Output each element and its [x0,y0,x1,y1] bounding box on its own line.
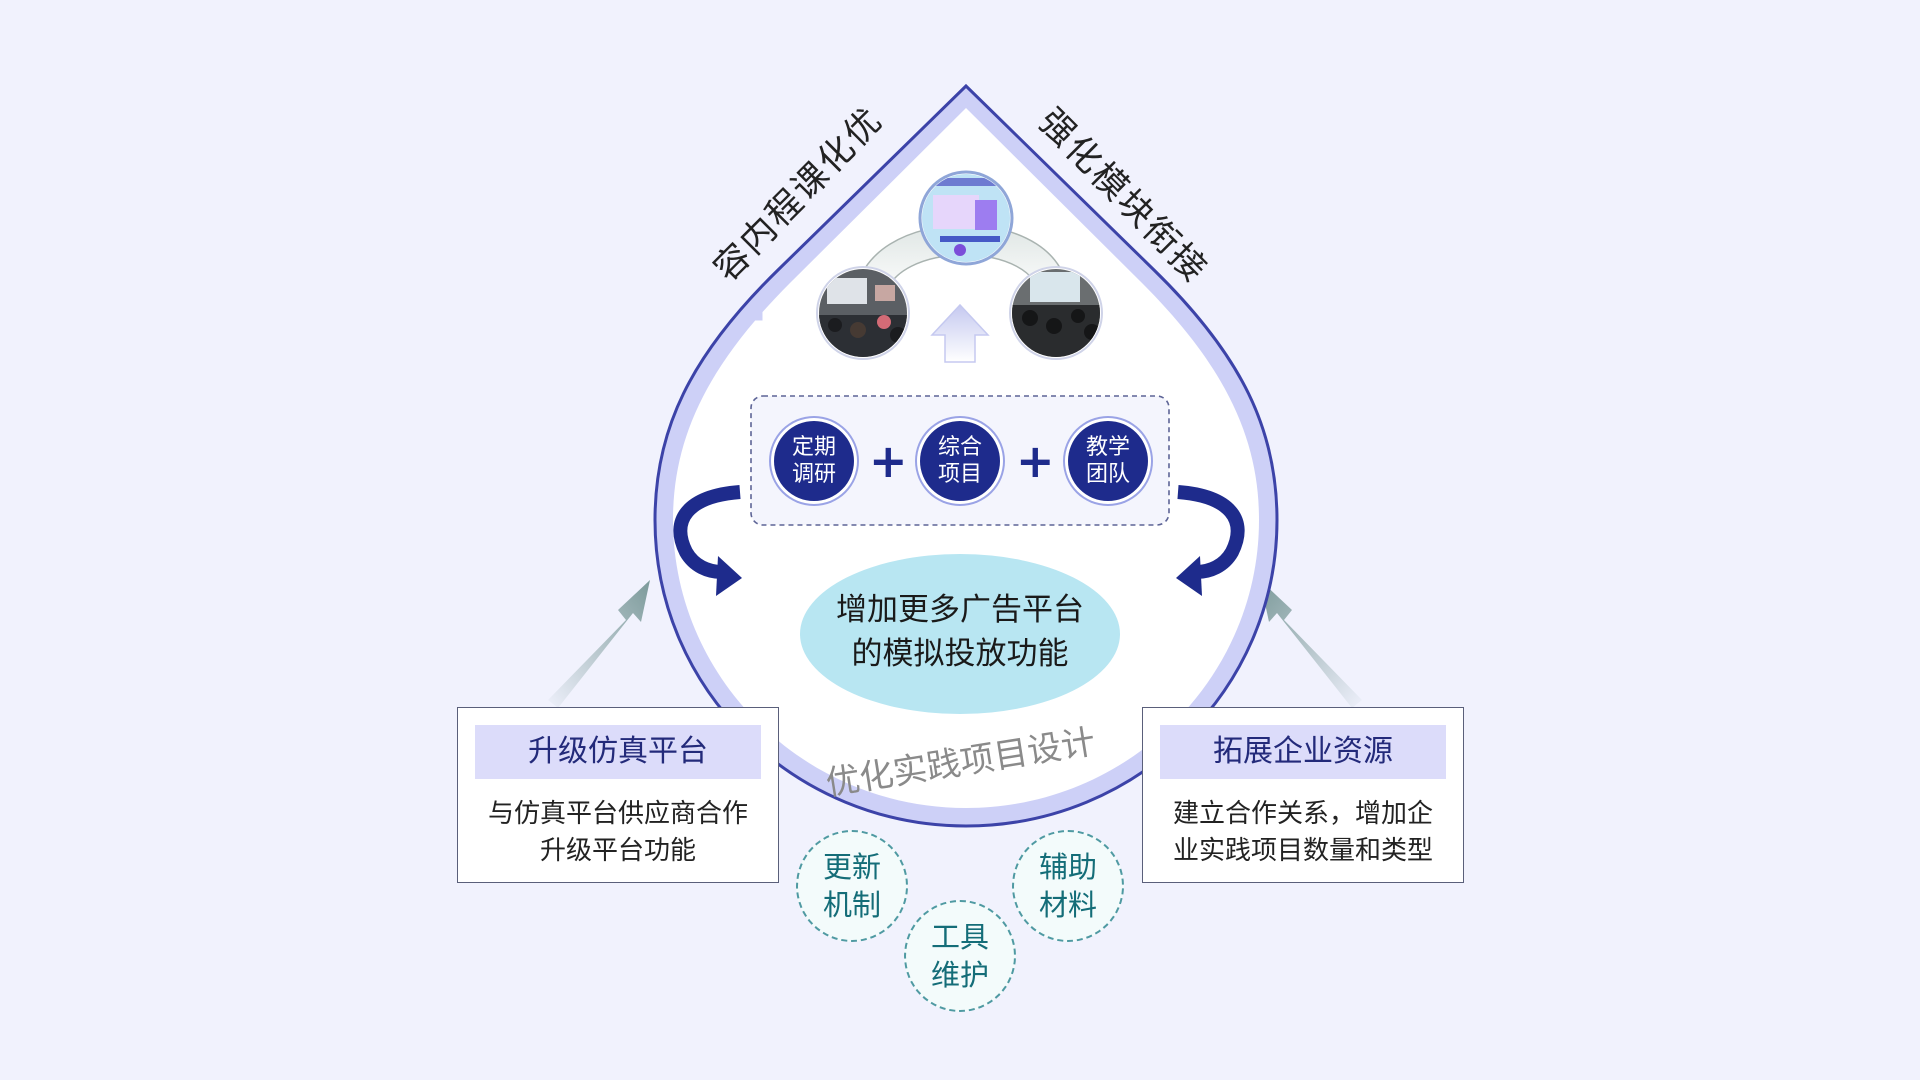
photo-classroom-right [1009,266,1103,360]
circle-auxiliary-materials: 辅助材料 [1012,830,1124,942]
circle-update-mechanism: 更新机制 [796,830,908,942]
hollow-up-arrow [930,303,990,363]
left-up-arrow [548,580,650,708]
center-oval [800,554,1120,714]
left-curved-arrow [673,485,742,596]
circle-tool-maintenance: 工具维护 [904,900,1016,1012]
plus-sign: + [869,434,908,488]
chip-regular-research: 定期调研 [774,421,854,501]
plus-sign: + [1016,434,1055,488]
right-box-body: 建立合作关系，增加企 业实践项目数量和类型 [1172,799,1433,866]
center-oval-text: 增加更多广告平台 的模拟投放功能 [836,592,1084,672]
right-curved-arrow [1176,485,1245,596]
left-box-body: 与仿真平台供应商合作 升级平台功能 [487,799,748,866]
photo-classroom-left [816,266,910,360]
right-box-enterprise-resources: 拓展企业资源 建立合作关系，增加企 业实践项目数量和类型 [1142,707,1464,883]
left-box-simulation-platform: 升级仿真平台 与仿真平台供应商合作 升级平台功能 [457,707,779,883]
photo-platform-center [918,170,1014,266]
chip-teaching-team: 教学团队 [1068,421,1148,501]
left-box-title: 升级仿真平台 [475,725,761,779]
right-box-title: 拓展企业资源 [1160,725,1446,779]
chip-integrated-project: 综合项目 [920,421,1000,501]
right-up-arrow [1260,580,1362,708]
